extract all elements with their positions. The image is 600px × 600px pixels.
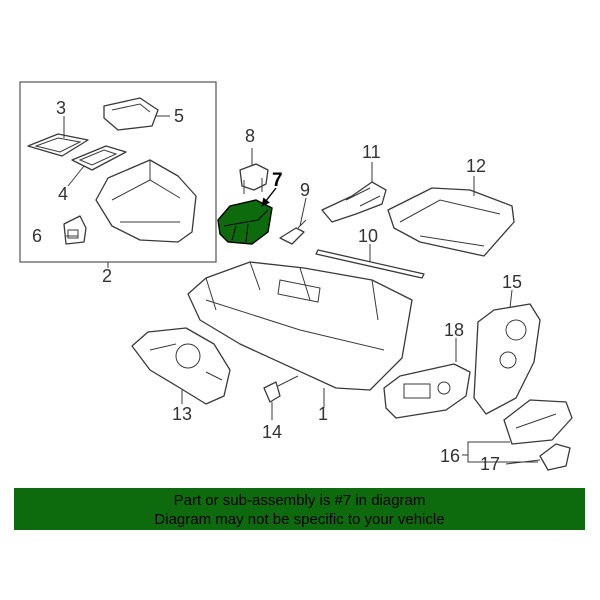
callout-7: 7 — [272, 170, 283, 191]
parts-diagram: 3 4 5 6 2 8 7 9 11 12 10 15 18 13 14 1 1… — [19, 81, 573, 474]
callout-18: 18 — [444, 320, 464, 340]
banner-line-1: Part or sub-assembly is #7 in diagram — [173, 492, 426, 509]
part-11[interactable] — [321, 181, 387, 223]
part-15-bezel[interactable] — [473, 303, 541, 415]
callout-5: 5 — [174, 106, 184, 126]
callout-4: 4 — [58, 184, 68, 204]
leader-lines — [63, 115, 541, 465]
part-3-mat[interactable] — [27, 133, 89, 157]
part-10-rod[interactable] — [315, 249, 425, 279]
callout-16: 16 — [440, 446, 460, 466]
callout-labels: 3 4 5 6 2 8 7 9 11 12 10 15 18 13 14 1 1… — [32, 98, 522, 474]
callout-17: 17 — [480, 454, 500, 474]
part-16[interactable] — [503, 399, 573, 445]
part-8[interactable] — [239, 163, 269, 194]
callout-15: 15 — [502, 272, 522, 292]
subassembly-frame — [19, 81, 217, 263]
callout-9: 9 — [300, 180, 310, 200]
part-9[interactable] — [279, 219, 307, 245]
callout-10: 10 — [358, 226, 378, 246]
part-7-highlighted[interactable] — [217, 199, 273, 245]
callout-6: 6 — [32, 226, 42, 246]
part-1-main-console[interactable] — [187, 261, 413, 391]
callout-8: 8 — [245, 126, 255, 146]
banner-line-2: Diagram may not be specific to your vehi… — [154, 511, 445, 528]
part-2-console-housing[interactable] — [95, 159, 197, 243]
callout-12: 12 — [466, 156, 486, 176]
part-18-panel[interactable] — [383, 363, 471, 419]
callout-11: 11 — [362, 142, 381, 162]
part-14-screw[interactable] — [263, 375, 299, 403]
part-4-insert[interactable] — [71, 145, 127, 171]
part-17[interactable] — [539, 443, 571, 471]
callout-14: 14 — [262, 422, 282, 442]
part-13[interactable] — [131, 327, 231, 405]
callout-13: 13 — [172, 404, 192, 424]
part-5-bracket[interactable] — [103, 97, 159, 131]
part-12-armrest[interactable] — [387, 187, 515, 257]
callout-1: 1 — [318, 404, 328, 424]
callout-2: 2 — [102, 266, 112, 286]
callout-3: 3 — [56, 98, 66, 118]
part-6-clip[interactable] — [63, 215, 87, 245]
info-banner: Part or sub-assembly is #7 in diagram Di… — [14, 488, 585, 530]
